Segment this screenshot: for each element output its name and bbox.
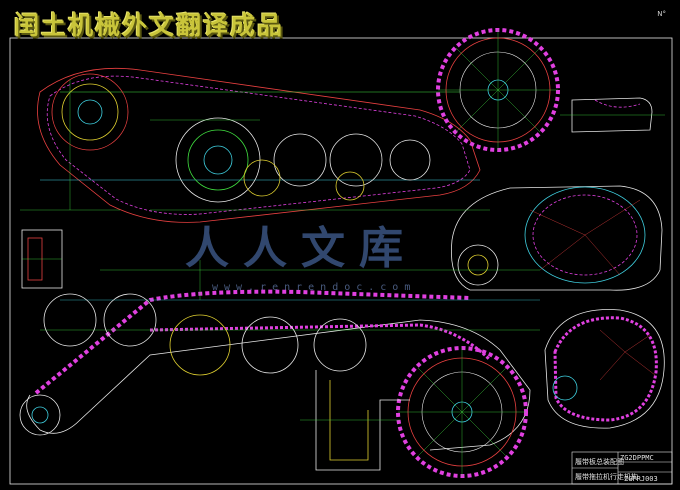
lower-road-wheels — [19, 293, 367, 436]
banner-title: 闰土机械外文翻译成品 — [14, 11, 285, 40]
title-block — [571, 451, 673, 485]
title-block-line1: 履带板总装配图 — [575, 458, 624, 466]
detail-view-top-right — [560, 97, 665, 133]
dimension-annotations — [20, 80, 540, 300]
upper-road-wheels — [51, 73, 431, 203]
lower-track-assembly — [26, 289, 540, 451]
section-detail-left — [21, 229, 63, 289]
drive-sprocket-bottom — [396, 346, 528, 478]
title-block-drawing-no: ZGFRJ003 — [624, 475, 658, 483]
title-block-code: ZG2DPPMC — [620, 454, 654, 462]
title-block-line2: 履带拖拉机行走机构 — [575, 473, 638, 481]
frame-bracket-bottom — [300, 370, 410, 471]
watermark-url: www.renrendoc.com — [212, 282, 417, 293]
upper-track-assembly — [37, 67, 481, 223]
drive-sprocket-top — [436, 28, 560, 152]
drawing-frame — [9, 37, 673, 485]
watermark-text: 人人文库 — [185, 223, 417, 274]
tensioner-detail-right — [544, 309, 665, 429]
idler-housing-right — [451, 185, 663, 291]
corner-mark: N° — [657, 10, 666, 18]
